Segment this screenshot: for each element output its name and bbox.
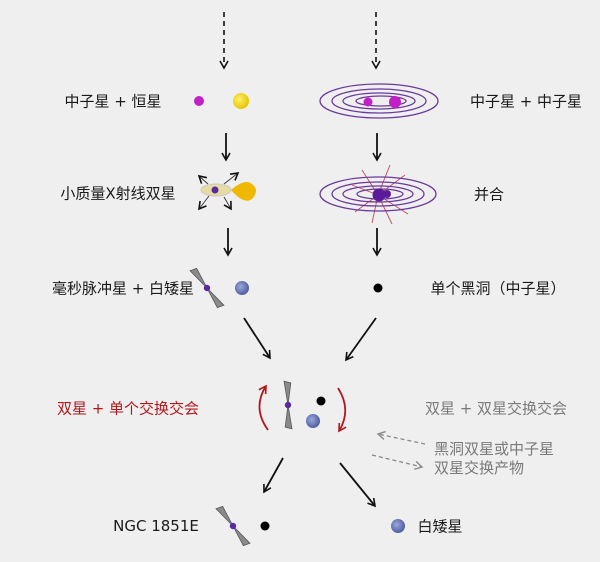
label-single-exchange: 双星 + 单个交换交会 [56, 399, 200, 418]
label-lmxb: 小质量X射线双星 [60, 184, 176, 203]
white-dwarf-icon [306, 414, 320, 428]
rotation-arrow-left [258, 384, 269, 431]
arrow-converge-left [243, 317, 271, 360]
x-ray-binary-icon [197, 172, 256, 211]
label-merger: 并合 [473, 185, 505, 204]
products-line2: 双星交换产物 [434, 459, 525, 477]
label-msp-white-dwarf: 毫秒脉冲星 + 白矮星 [51, 279, 195, 298]
pulsar-icon [215, 501, 251, 551]
rotation-arrow-right [337, 387, 347, 433]
label-single-black-hole: 单个黑洞（中子星） [430, 279, 566, 298]
label-binary-exchange: 双星 + 双星交换交会 [424, 399, 568, 418]
dashed-arrow-in [376, 430, 426, 445]
white-dwarf-icon [235, 281, 249, 295]
arrow-converge-right [345, 317, 377, 362]
star-icon [233, 93, 249, 109]
merger-icon [319, 164, 437, 225]
neutron-star-icon [194, 96, 204, 106]
arrow-outcome-right [339, 462, 377, 508]
label-white-dwarf: 白矮星 [417, 517, 463, 536]
black-hole-icon [373, 283, 383, 293]
dashed-arrow-out [371, 454, 424, 470]
black-hole-icon [260, 521, 270, 531]
label-ngc-1851e: NGC 1851E [113, 517, 199, 535]
label-neutron-star-plus-star: 中子星 + 恒星 [64, 92, 162, 111]
arrow-outcome-left [263, 457, 284, 494]
label-exchange-products: 黑洞双星或中子星 双星交换产物 [434, 440, 554, 478]
pulsar-icon [272, 380, 304, 430]
products-line1: 黑洞双星或中子星 [434, 440, 555, 458]
white-dwarf-icon [391, 519, 405, 533]
black-hole-icon [316, 396, 326, 406]
neutron-star-binary-orbit-icon [319, 83, 439, 119]
pulsar-icon [189, 263, 225, 313]
label-double-neutron-star: 中子星 + 中子星 [469, 92, 583, 111]
